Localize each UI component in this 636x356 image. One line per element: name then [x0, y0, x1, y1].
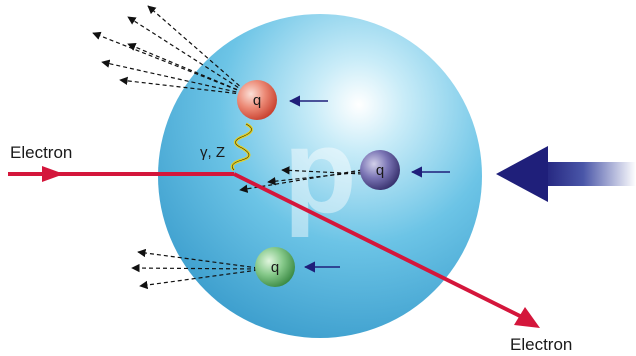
quark-middle: q	[360, 150, 400, 190]
quark-bottom: q	[255, 247, 295, 287]
electron-in-label: Electron	[10, 143, 72, 162]
quark-bottom-ball	[255, 247, 295, 287]
quark-momentum-arrows	[288, 95, 450, 273]
electron-out-label: Electron	[510, 335, 572, 354]
middle-quark-fragments	[239, 166, 363, 193]
quark-middle-label: q	[376, 162, 384, 179]
quark-top-label: q	[253, 92, 261, 109]
electron-track	[8, 166, 540, 328]
quark-middle-ball	[360, 150, 400, 190]
bottom-quark-fragments	[131, 248, 259, 290]
boson-label: γ, Z	[200, 144, 225, 161]
proton-beam-arrow	[496, 146, 636, 202]
quark-top-ball	[237, 80, 277, 120]
quark-top: q	[237, 80, 277, 120]
top-quark-fragments	[92, 5, 251, 96]
quark-bottom-label: q	[271, 259, 279, 276]
